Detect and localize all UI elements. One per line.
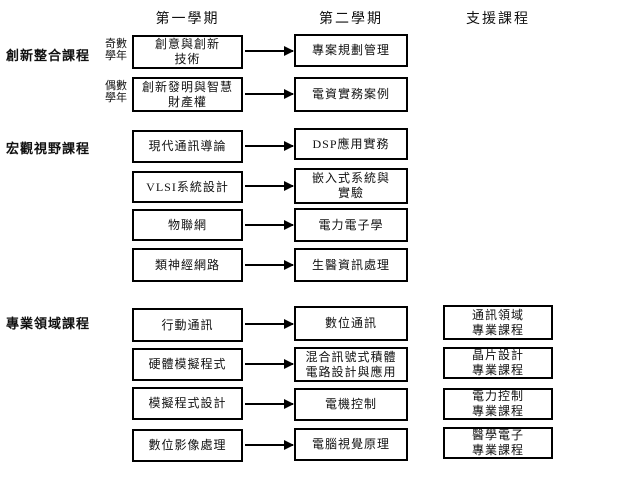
course-box: 數位通訊	[294, 306, 408, 341]
arrow-icon	[245, 403, 293, 405]
column-header-semester1: 第一學期	[155, 12, 220, 27]
course-box: 現代通訊導論	[132, 130, 243, 163]
column-header-semester2: 第二學期	[319, 12, 383, 27]
section-label-macro-vision: 宏觀視野課程	[6, 141, 91, 156]
course-box: 模擬程式設計	[132, 387, 243, 420]
arrow-icon	[245, 444, 293, 446]
arrow-icon	[245, 264, 293, 266]
course-box: VLSI系統設計	[132, 171, 243, 203]
course-box: 嵌入式系統與 實驗	[294, 168, 408, 204]
arrow-icon	[245, 363, 293, 365]
section-label-innovation-integration: 創新整合課程	[6, 48, 91, 63]
support-course-box: 醫學電子 專業課程	[443, 427, 553, 459]
arrow-icon	[245, 323, 293, 325]
support-course-box: 晶片設計 專業課程	[443, 347, 553, 379]
course-box: 電力電子學	[294, 208, 408, 242]
course-box: 硬體模擬程式	[132, 348, 243, 381]
course-box: 類神經網路	[132, 248, 243, 282]
course-box: 混合訊號式積體 電路設計與應用	[294, 347, 408, 382]
support-course-box: 通訊領域 專業課程	[443, 305, 553, 340]
arrow-icon	[245, 145, 293, 147]
course-box: 專案規劃管理	[294, 34, 408, 67]
column-header-support: 支援課程	[466, 12, 530, 27]
support-course-box: 電力控制 專業課程	[443, 388, 553, 420]
year-label-odd: 奇數 學年	[105, 38, 127, 62]
course-box: 行動通訊	[132, 308, 243, 342]
course-box: 物聯網	[132, 209, 243, 241]
course-box: 電腦視覺原理	[294, 428, 408, 461]
course-box: 數位影像處理	[132, 429, 243, 462]
course-box: DSP應用實務	[294, 128, 408, 160]
arrow-icon	[245, 185, 293, 187]
section-label-professional-field: 專業領域課程	[6, 316, 91, 331]
course-box: 電資實務案例	[294, 77, 408, 112]
course-box: 生醫資訊處理	[294, 248, 408, 282]
arrow-icon	[245, 224, 293, 226]
course-box: 創新發明與智慧 財產權	[132, 77, 243, 112]
course-box: 電機控制	[294, 388, 408, 421]
course-box: 創意與創新 技術	[132, 35, 243, 69]
year-label-even: 偶數 學年	[105, 80, 127, 104]
arrow-icon	[245, 93, 293, 95]
arrow-icon	[245, 50, 293, 52]
